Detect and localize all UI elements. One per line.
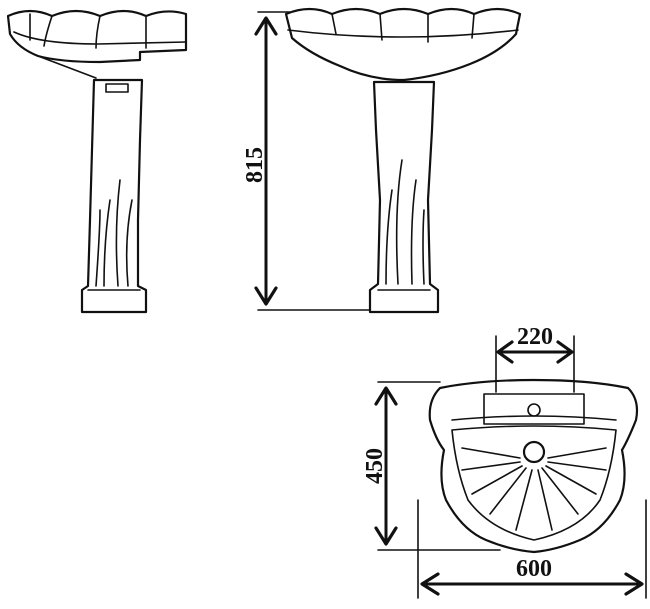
tap-spacing-dimension: 220	[495, 324, 575, 393]
side-view	[6, 9, 188, 314]
front-view	[284, 7, 522, 314]
tap-deck	[483, 393, 585, 425]
drain-hole	[522, 440, 546, 464]
height-dimension-label: 815	[242, 147, 268, 183]
depth-dimension: 450	[362, 381, 501, 551]
tap-hole	[527, 403, 541, 417]
depth-dimension-label: 450	[362, 448, 388, 484]
height-dimension: 815	[242, 11, 371, 311]
front-view-pedestal	[368, 80, 440, 314]
width-dimension-label: 600	[516, 556, 552, 582]
tap-spacing-arrow-right	[556, 340, 574, 364]
width-dimension: 600	[417, 499, 647, 599]
side-view-pedestal	[80, 78, 148, 314]
shell-ribs	[461, 447, 607, 531]
top-view	[428, 378, 639, 554]
height-arrow-bottom	[254, 286, 278, 306]
depth-arrow-bottom	[374, 526, 398, 546]
front-view-basin	[284, 7, 522, 82]
tap-spacing-dimension-label: 220	[517, 324, 553, 350]
tap-spacing-arrow-left	[496, 340, 514, 364]
depth-arrow-top	[374, 386, 398, 406]
width-arrow-left	[420, 572, 440, 596]
top-view-basin-outline	[428, 378, 639, 554]
height-arrow-top	[254, 16, 278, 36]
width-arrow-right	[624, 572, 644, 596]
